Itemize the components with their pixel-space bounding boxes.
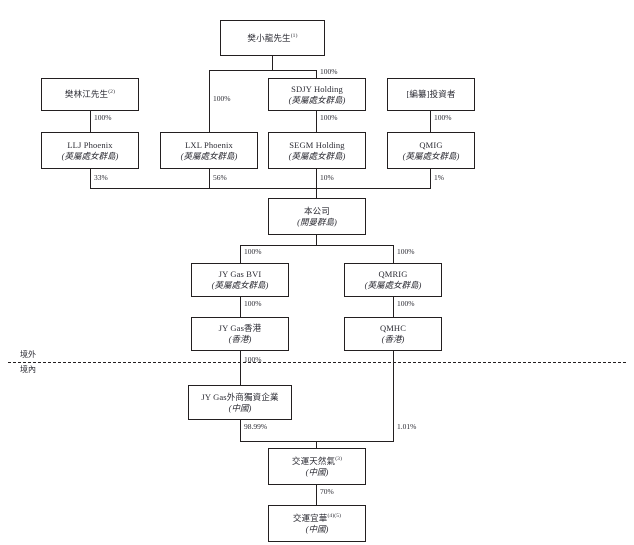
node-label-jurisdiction: (英屬處女群島)	[288, 150, 346, 161]
pct-company-to-jygas: 100%	[244, 247, 262, 256]
node-label-jurisdiction: (香港)	[381, 334, 405, 344]
node-label-primary: QMHC	[379, 323, 407, 333]
node-label-jurisdiction: (英屬處女群島)	[211, 280, 269, 290]
node-label-primary: 交運天然氣(3)	[291, 455, 343, 466]
node-label-jurisdiction: (中國)	[228, 402, 252, 413]
node-fan-linjiang: 樊林江先生(2)	[41, 78, 139, 111]
node-segm-holding: SEGM Holding (英屬處女群島)	[268, 132, 366, 169]
pct-qmig-to-company: 1%	[434, 173, 444, 182]
connector-wfoe-drop	[240, 420, 241, 441]
connector-xiaolong-to-sdjy	[316, 70, 317, 78]
connector-gas-to-yihua	[316, 485, 317, 505]
zone-label-onshore: 境內	[20, 365, 36, 374]
node-label-primary: JY Gas BVI	[218, 269, 262, 279]
node-label-jurisdiction: (中國)	[305, 523, 329, 534]
node-jy-gas-hk: JY Gas香港 (香港)	[191, 317, 289, 351]
node-label-jurisdiction: (香港)	[228, 334, 252, 344]
node-label-jurisdiction: (英屬處女群島)	[402, 150, 460, 161]
connector-segm-drop	[316, 169, 317, 188]
node-qmhc: QMHC (香港)	[344, 317, 442, 351]
connector-company-bus	[240, 245, 394, 246]
node-label-primary: 本公司	[304, 205, 330, 216]
pct-gas-to-yihua: 70%	[320, 487, 334, 496]
connector-qmig-drop	[430, 169, 431, 188]
pct-xiaolong-to-sdjy: 100%	[320, 67, 338, 76]
connector-jygasbvi-to-hk	[240, 297, 241, 317]
connector-linjiang-to-llj	[90, 111, 91, 132]
connector-xiaolong-stem	[272, 56, 273, 70]
node-the-company: 本公司 (開曼群島)	[268, 198, 366, 235]
connector-lxl-drop	[209, 169, 210, 188]
pct-lxl-to-company: 56%	[213, 173, 227, 182]
node-label-primary: SDJY Holding	[291, 83, 343, 94]
pct-hk-to-wfoe: 100%	[244, 355, 262, 364]
node-label-primary: 樊林江先生(2)	[64, 89, 116, 99]
footnote-marker: (3)	[335, 455, 343, 462]
zone-label-offshore: 境外	[20, 350, 36, 359]
connector-qmhc-to-gas	[393, 351, 394, 441]
pct-company-to-qmrig: 100%	[397, 247, 415, 256]
node-label-primary: JY Gas香港	[218, 323, 262, 333]
node-jiaoyun-yihua: 交運宜華(4)(5) (中國)	[268, 505, 366, 542]
node-fan-xiaolong: 樊小龍先生(1)	[220, 20, 325, 56]
node-label-jurisdiction: (英屬處女群島)	[364, 280, 422, 290]
node-label-primary: JY Gas外商獨資企業	[201, 391, 279, 402]
node-qmrig: QMRIG (英屬處女群島)	[344, 263, 442, 297]
offshore-onshore-divider	[8, 362, 626, 363]
connector-xiaolong-bus	[209, 70, 316, 71]
node-lxl-phoenix: LXL Phoenix (英屬處女群島)	[160, 132, 258, 169]
pct-wfoe-to-gas: 98.99%	[244, 422, 268, 431]
pct-linjiang-to-llj: 100%	[94, 113, 112, 122]
node-label-jurisdiction: (中國)	[305, 466, 329, 477]
node-label-primary: SEGM Holding	[289, 139, 345, 150]
node-label-jurisdiction: (英屬處女群島)	[180, 150, 238, 161]
node-label-primary: QMRIG	[378, 269, 408, 279]
connector-llj-drop	[90, 169, 91, 188]
connector-bus-to-company	[316, 188, 317, 198]
footnote-marker: (4)(5)	[327, 512, 342, 519]
pct-jygasbvi-to-hk: 100%	[244, 299, 262, 308]
connector-company-stem	[316, 235, 317, 245]
connector-shareholder-bus	[90, 188, 431, 189]
pct-qmhc-to-gas: 1.01%	[397, 422, 417, 431]
node-label-jurisdiction: (開曼群島)	[297, 216, 337, 227]
connector-qmrig-to-qmhc	[393, 297, 394, 317]
pct-llj-to-company: 33%	[94, 173, 108, 182]
connector-investor-to-qmig	[430, 111, 431, 132]
node-pre-ipo-investor: [編纂]投資者	[387, 78, 475, 111]
connector-hk-to-wfoe	[240, 351, 241, 385]
node-jy-gas-wfoe: JY Gas外商獨資企業 (中國)	[188, 385, 292, 420]
node-jiaoyun-gas: 交運天然氣(3) (中國)	[268, 448, 366, 485]
node-label-primary: LLJ Phoenix	[67, 139, 113, 150]
node-label-jurisdiction: (英屬處女群島)	[61, 150, 119, 161]
pct-investor-to-qmig: 100%	[434, 113, 452, 122]
node-jy-gas-bvi: JY Gas BVI (英屬處女群島)	[191, 263, 289, 297]
node-sdjy-holding: SDJY Holding (英屬處女群島)	[268, 78, 366, 111]
pct-sdjy-to-segm: 100%	[320, 113, 338, 122]
node-label-primary: [編纂]投資者	[406, 89, 456, 99]
node-label-primary: LXL Phoenix	[185, 139, 233, 150]
node-label-primary: 樊小龍先生(1)	[247, 32, 298, 43]
connector-company-to-jygasbvi	[240, 245, 241, 263]
footnote-marker: (1)	[290, 32, 298, 39]
connector-sdjy-to-segm	[316, 111, 317, 132]
connector-bus-to-gas	[316, 441, 317, 448]
node-label-jurisdiction: (英屬處女群島)	[288, 94, 346, 105]
node-qmig: QMIG (英屬處女群島)	[387, 132, 475, 169]
node-llj-phoenix: LLJ Phoenix (英屬處女群島)	[41, 132, 139, 169]
connector-xiaolong-to-lxl	[209, 70, 210, 132]
connector-gas-bus	[240, 441, 394, 442]
pct-qmrig-to-qmhc: 100%	[397, 299, 415, 308]
pct-segm-to-company: 10%	[320, 173, 334, 182]
footnote-marker: (2)	[108, 89, 116, 96]
connector-company-to-qmrig	[393, 245, 394, 263]
pct-xiaolong-to-lxl: 100%	[213, 94, 231, 103]
node-label-primary: 交運宜華(4)(5)	[292, 512, 342, 523]
node-label-primary: QMIG	[419, 139, 443, 150]
